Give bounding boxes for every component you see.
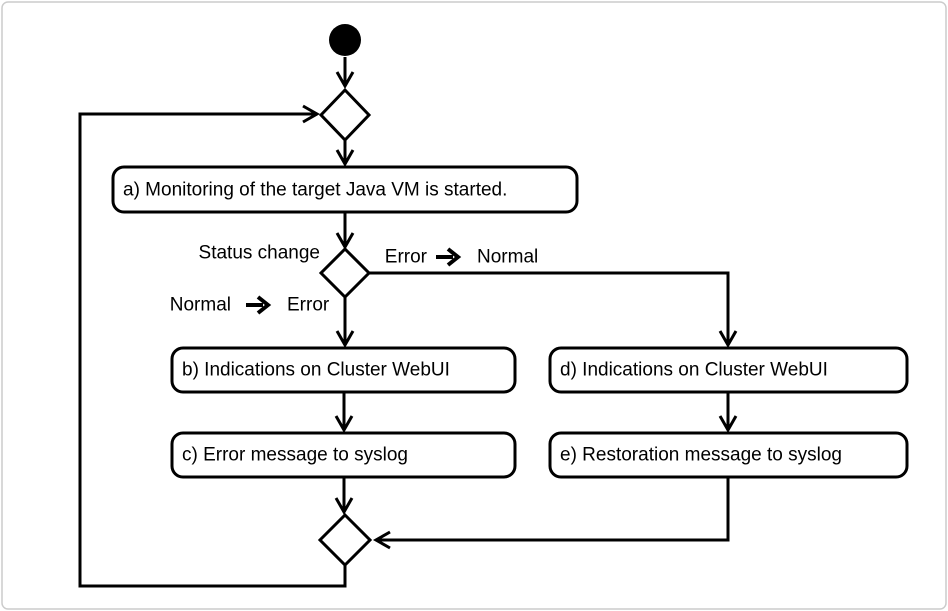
arrowhead-icon	[302, 104, 321, 124]
edge-action-c-to-merge	[334, 477, 354, 516]
arrow-right-icon	[446, 247, 462, 267]
arrowhead-icon	[335, 330, 355, 349]
edge-line	[376, 477, 730, 542]
action-label-a: a) Monitoring of the target Java VM is s…	[123, 180, 507, 201]
arrowhead-icon	[335, 71, 355, 90]
action-box-c	[170, 431, 517, 479]
branch-to-label: Normal	[477, 247, 538, 268]
branch-from-label: Error	[385, 247, 428, 268]
decision-label: Status change	[199, 243, 320, 264]
start-node	[329, 24, 361, 56]
edge-action-a-to-decision	[335, 212, 355, 251]
branch-label-error-to-normal: Error Normal	[385, 247, 538, 268]
action-label-b: b) Indications on Cluster WebUI	[182, 360, 450, 381]
merge-node-bottom	[317, 512, 373, 568]
action-box-d	[548, 346, 909, 394]
action-label-e: e) Restoration message to syslog	[560, 445, 842, 466]
edge-start-to-merge	[335, 57, 355, 90]
action-box-e	[548, 431, 909, 479]
arrowhead-icon	[718, 330, 738, 349]
action-label-c: c) Error message to syslog	[182, 445, 408, 466]
arrowhead-icon	[334, 497, 354, 516]
edge-decision-to-action-d	[369, 271, 738, 349]
edge-action-d-to-action-e	[718, 392, 738, 434]
edge-line	[369, 271, 730, 345]
decision-node-status-change	[318, 246, 372, 300]
edge-action-e-to-merge	[372, 477, 730, 550]
arrowhead-icon	[372, 530, 391, 550]
arrowhead-icon	[335, 149, 355, 168]
arrow-right-icon	[256, 295, 272, 315]
action-label-d: d) Indications on Cluster WebUI	[560, 360, 828, 381]
arrowhead-icon	[334, 415, 354, 434]
branch-from-label: Normal	[170, 295, 231, 316]
merge-node-top	[318, 87, 372, 143]
arrowhead-icon	[718, 415, 738, 434]
edge-merge-to-action-a	[335, 140, 355, 168]
branch-label-normal-to-error: Normal Error	[170, 295, 330, 316]
branch-to-label: Error	[287, 295, 330, 316]
edge-decision-to-action-b	[335, 297, 355, 349]
edge-line	[78, 112, 347, 588]
action-box-a	[111, 165, 579, 214]
edge-loop-back	[78, 104, 347, 588]
edge-action-b-to-action-c	[334, 392, 354, 434]
action-box-b	[170, 346, 517, 394]
